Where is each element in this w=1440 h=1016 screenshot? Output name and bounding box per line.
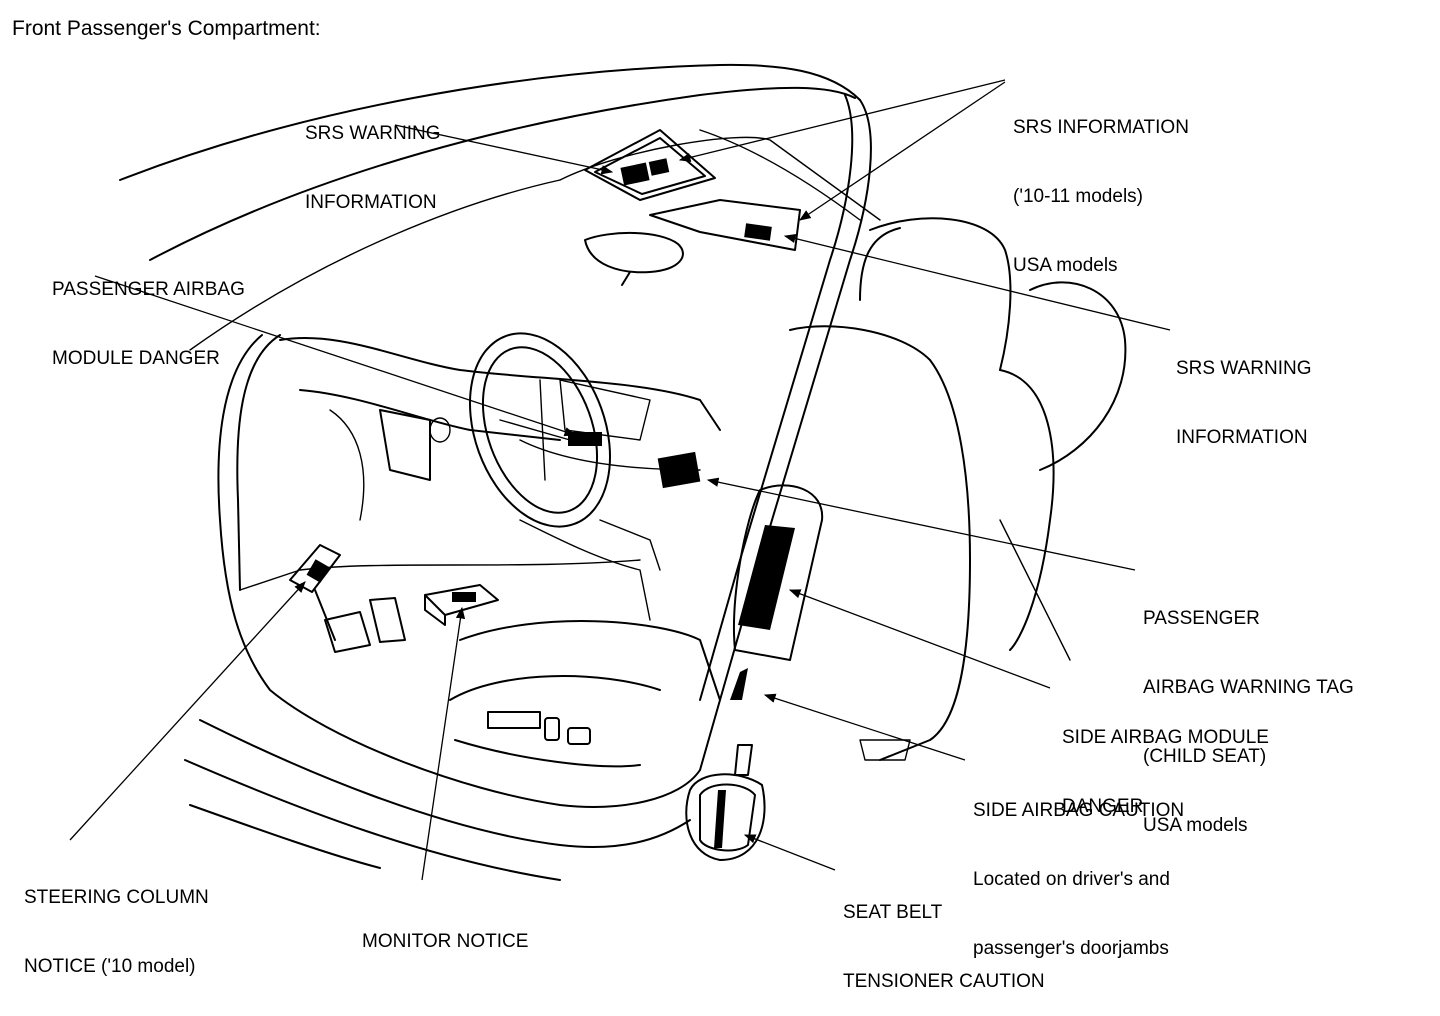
label-line: ('10-11 models) xyxy=(1013,186,1143,207)
roof-outline xyxy=(119,63,881,351)
label-srs-information: SRS INFORMATION ('10-11 models) USA mode… xyxy=(1013,70,1189,300)
label-line: STEERING COLUMN xyxy=(24,887,209,908)
monitor-unit xyxy=(424,519,661,626)
label-line: (CHILD SEAT) xyxy=(1143,746,1267,767)
side-airbag-tag xyxy=(730,484,824,700)
label-line: MODULE DANGER xyxy=(52,348,220,369)
leader-lines xyxy=(69,79,1171,881)
label-line: Located on driver's and xyxy=(973,869,1170,890)
label-line: AIRBAG WARNING TAG xyxy=(1143,677,1354,698)
label-line: INFORMATION xyxy=(1176,427,1308,448)
label-line: SEAT BELT xyxy=(843,902,943,923)
label-line: PASSENGER xyxy=(1143,608,1260,629)
label-line: SRS WARNING xyxy=(1176,358,1312,379)
label-line: USA models xyxy=(1013,255,1118,276)
label-monitor-notice: MONITOR NOTICE xyxy=(362,884,528,976)
steering-column xyxy=(289,544,406,653)
label-line: SRS INFORMATION xyxy=(1013,117,1189,138)
passenger-seat xyxy=(449,217,1127,768)
label-side-airbag-module-danger: SIDE AIRBAG MODULE DANGER xyxy=(1062,680,1269,841)
label-passenger-airbag-module-danger: PASSENGER AIRBAG MODULE DANGER xyxy=(52,232,245,393)
rear-view-mirror xyxy=(584,232,684,286)
label-line: NOTICE ('10 model) xyxy=(24,956,196,977)
label-line: DANGER xyxy=(1062,796,1144,817)
diagram-title: Front Passenger's Compartment: xyxy=(12,17,321,40)
label-seat-belt-tensioner-caution: SEAT BELT TENSIONER CAUTION xyxy=(843,855,1045,1016)
label-steering-column-notice: STEERING COLUMN NOTICE ('10 model) xyxy=(24,840,209,1001)
label-line: TENSIONER CAUTION xyxy=(843,971,1045,992)
label-line: INFORMATION xyxy=(305,192,437,213)
car-interior-drawing xyxy=(69,63,1171,881)
label-line: USA models xyxy=(1143,815,1248,836)
label-line: PASSENGER AIRBAG xyxy=(52,279,245,300)
sun-visors xyxy=(584,129,801,251)
label-passenger-airbag-warning-tag: PASSENGER AIRBAG WARNING TAG (CHILD SEAT… xyxy=(1143,561,1354,860)
steering-wheel xyxy=(429,332,612,528)
dashboard xyxy=(279,336,721,521)
label-line: MONITOR NOTICE xyxy=(362,931,529,952)
label-srs-warning-information-top: SRS WARNING INFORMATION xyxy=(305,76,440,237)
label-line: SIDE AIRBAG CAUTION xyxy=(973,800,1185,821)
label-line: SIDE AIRBAG MODULE xyxy=(1062,727,1269,748)
label-line: SRS WARNING xyxy=(305,123,441,144)
label-srs-warning-information-right: SRS WARNING INFORMATION xyxy=(1176,311,1311,472)
seat-belt-tensioner xyxy=(685,744,766,861)
